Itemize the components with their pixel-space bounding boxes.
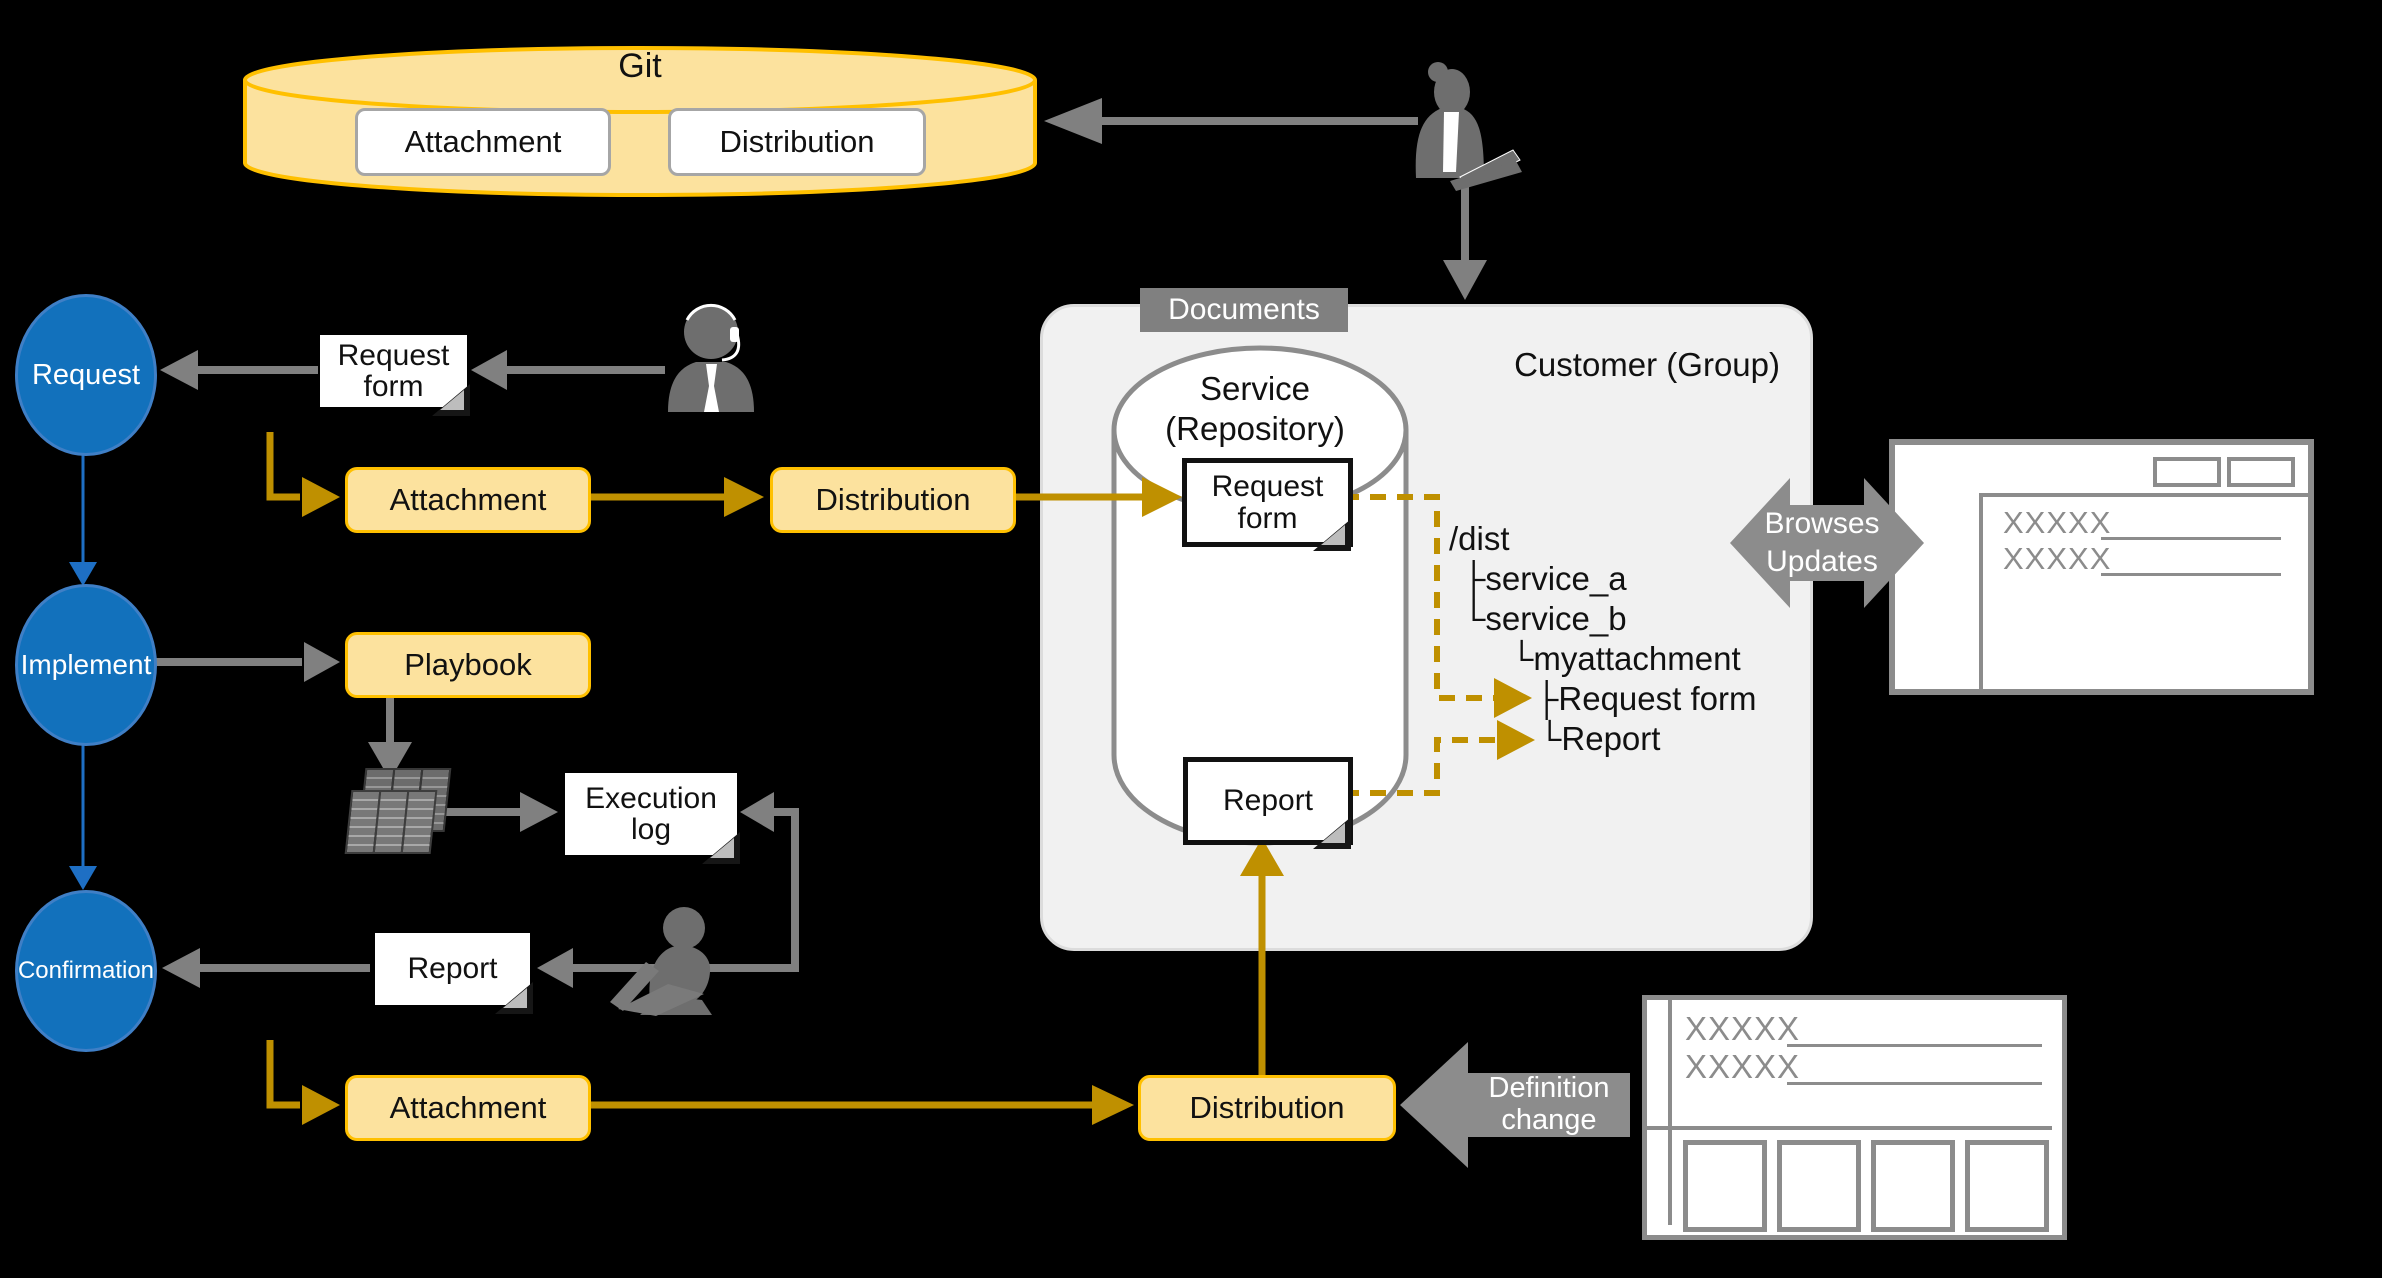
browses-label: Browses — [1764, 507, 1880, 540]
execution-log-doc: Execution log — [565, 773, 740, 864]
page-fold-icon — [1313, 817, 1351, 849]
placeholder-text: XXXXX — [1685, 1010, 1801, 1047]
request-form-doc-label: Request form — [337, 338, 450, 403]
form-cell — [1777, 1140, 1861, 1232]
distribution-box-bottom-label: Distribution — [1189, 1090, 1345, 1125]
gray-arrows — [155, 98, 1487, 988]
developer-icon — [1415, 62, 1522, 191]
playbook-box-label: Playbook — [404, 647, 532, 682]
dashed-report-to-tree — [1343, 737, 1497, 796]
page-fold-icon — [432, 384, 470, 416]
request-node-label: Request — [31, 358, 140, 391]
distribution-box-top: Distribution — [770, 467, 1016, 533]
documents-badge-label: Documents — [1168, 293, 1320, 326]
customer-group-title: Customer (Group) — [1514, 346, 1780, 383]
operator-headset-icon — [668, 303, 754, 412]
attachment-box-bottom-label: Attachment — [389, 1090, 547, 1125]
attachment-box-top: Attachment — [345, 467, 591, 533]
change-label: change — [1501, 1104, 1597, 1136]
page-fold-icon — [702, 832, 740, 864]
repo-request-form-doc: Request form — [1182, 458, 1353, 551]
service-repo-title-line2: (Repository) — [1165, 410, 1345, 447]
browses-updates-arrow — [1730, 478, 1924, 608]
distribution-box-top-label: Distribution — [815, 482, 971, 517]
git-attachment-module: Attachment — [355, 108, 611, 176]
attachment-box-top-label: Attachment — [389, 482, 547, 517]
form-sidebar-divider — [1668, 1000, 1672, 1225]
gold-arrows — [266, 432, 1284, 1125]
form-window: XXXXX XXXXX — [1642, 995, 2067, 1240]
page-fold-icon — [495, 982, 533, 1014]
dashed-reqform-to-tree — [1343, 494, 1494, 701]
definition-label: Definition — [1488, 1072, 1610, 1104]
elbow-confirmation-to-attachment — [266, 1040, 300, 1109]
blue-flow-arrows — [69, 452, 97, 890]
form-cell — [1683, 1140, 1767, 1232]
request-form-doc: Request form — [320, 335, 470, 416]
tree-line-service-b: └service_b — [1462, 600, 1627, 637]
execution-log-doc-label: Execution log — [585, 781, 717, 846]
repo-request-form-label: Request form — [1211, 470, 1324, 535]
dashed-arrowheads — [1494, 678, 1535, 760]
updates-label: Updates — [1766, 545, 1878, 578]
engineer-laptop-icon — [610, 907, 712, 1016]
attachment-box-bottom: Attachment — [345, 1075, 591, 1141]
form-cell — [1965, 1140, 2049, 1232]
placeholder-line — [2101, 573, 2281, 576]
confirmation-node: Confirmation — [15, 890, 157, 1052]
playbook-box: Playbook — [345, 632, 591, 698]
tree-line-service-a: ├service_a — [1462, 560, 1627, 597]
documents-badge: Documents — [1140, 288, 1348, 332]
implement-node-label: Implement — [20, 649, 152, 680]
browser-window: XXXXX XXXXX — [1889, 439, 2314, 695]
browser-content-panel: XXXXX XXXXX — [1979, 493, 2312, 693]
dashed-links — [1343, 494, 1497, 796]
window-button — [2153, 457, 2221, 487]
placeholder-text: XXXXX — [2003, 505, 2112, 540]
placeholder-text: XXXXX — [2003, 541, 2112, 576]
confirmation-node-label: Confirmation — [17, 957, 155, 984]
request-node: Request — [15, 294, 157, 456]
tree-line-request-form: ├Request form — [1535, 680, 1757, 717]
report-doc: Report — [375, 933, 533, 1014]
tree-line-dist: /dist — [1449, 520, 1510, 557]
implement-node: Implement — [15, 584, 157, 746]
repo-report-label: Report — [1222, 784, 1314, 818]
placeholder-line — [2101, 537, 2281, 540]
git-distribution-module: Distribution — [668, 108, 926, 176]
distribution-box-bottom: Distribution — [1138, 1075, 1396, 1141]
form-divider — [1647, 1126, 2052, 1130]
placeholder-line — [1787, 1044, 2042, 1047]
definition-change-arrow — [1400, 1042, 1630, 1168]
elbow-request-to-attachment — [266, 432, 300, 501]
tree-line-myattachment: └myattachment — [1510, 640, 1741, 677]
form-cell — [1871, 1140, 1955, 1232]
git-attachment-label: Attachment — [404, 124, 562, 159]
report-doc-label: Report — [407, 952, 498, 986]
repo-report-doc: Report — [1183, 757, 1353, 849]
git-distribution-label: Distribution — [719, 124, 875, 159]
window-button — [2227, 457, 2295, 487]
placeholder-text: XXXXX — [1685, 1048, 1801, 1085]
page-fold-icon — [1313, 519, 1351, 551]
service-repo-title-line1: Service — [1199, 370, 1311, 407]
git-title: Git — [618, 47, 662, 85]
placeholder-line — [1787, 1082, 2042, 1085]
tree-line-report: └Report — [1538, 720, 1661, 757]
